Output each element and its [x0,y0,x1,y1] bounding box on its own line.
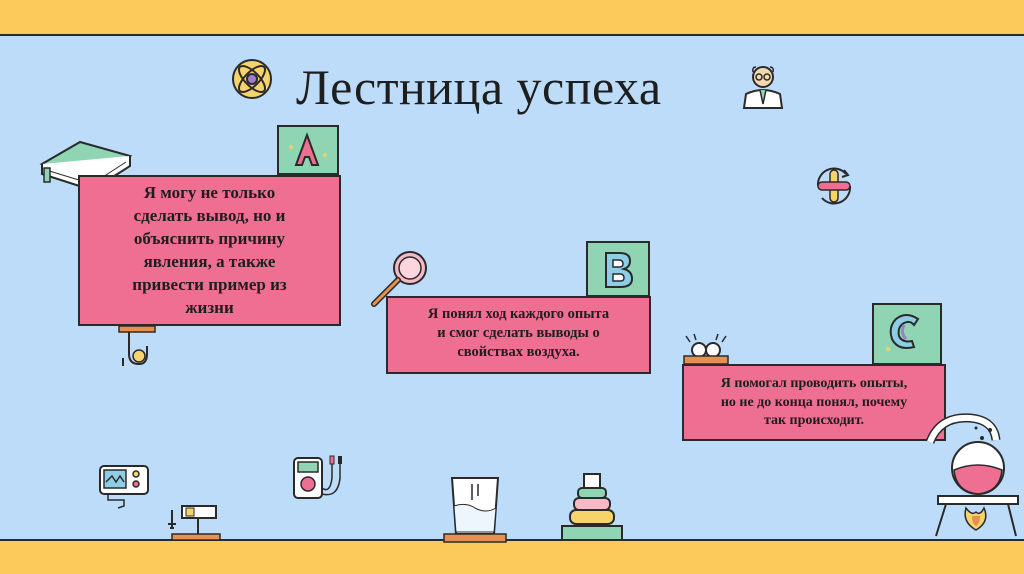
book-icon [39,140,133,192]
level-c-box: Я помогал проводить опыты, но не до конц… [682,364,946,441]
rotate-icon [816,167,852,205]
level-c-tile [872,303,942,365]
page-title: Лестница успеха [296,59,662,115]
balance-scale-icon [168,505,221,541]
letter-c-icon [886,314,920,351]
glass-beaker-icon [443,477,507,543]
ring-pyramid-icon [561,473,623,541]
magnifier-icon [371,251,427,307]
level-a-box: Я могу не только сделать вывод, но и объ… [78,175,341,326]
level-b-box: Я понял ход каждого опыта и смог сделать… [386,296,651,374]
top-frame [0,0,1024,34]
atom-icon [232,59,272,99]
goggles-icon [683,333,729,365]
alembic-icon [925,413,1019,537]
pipe-icon [118,325,156,366]
letter-a-icon [289,132,327,166]
monitor-icon [99,465,149,509]
level-b-tile [586,241,650,297]
letter-b-icon [605,252,634,288]
multimeter-icon [293,455,342,499]
scientist-icon [742,66,784,109]
bottom-frame [0,541,1024,574]
level-a-tile [277,125,339,175]
